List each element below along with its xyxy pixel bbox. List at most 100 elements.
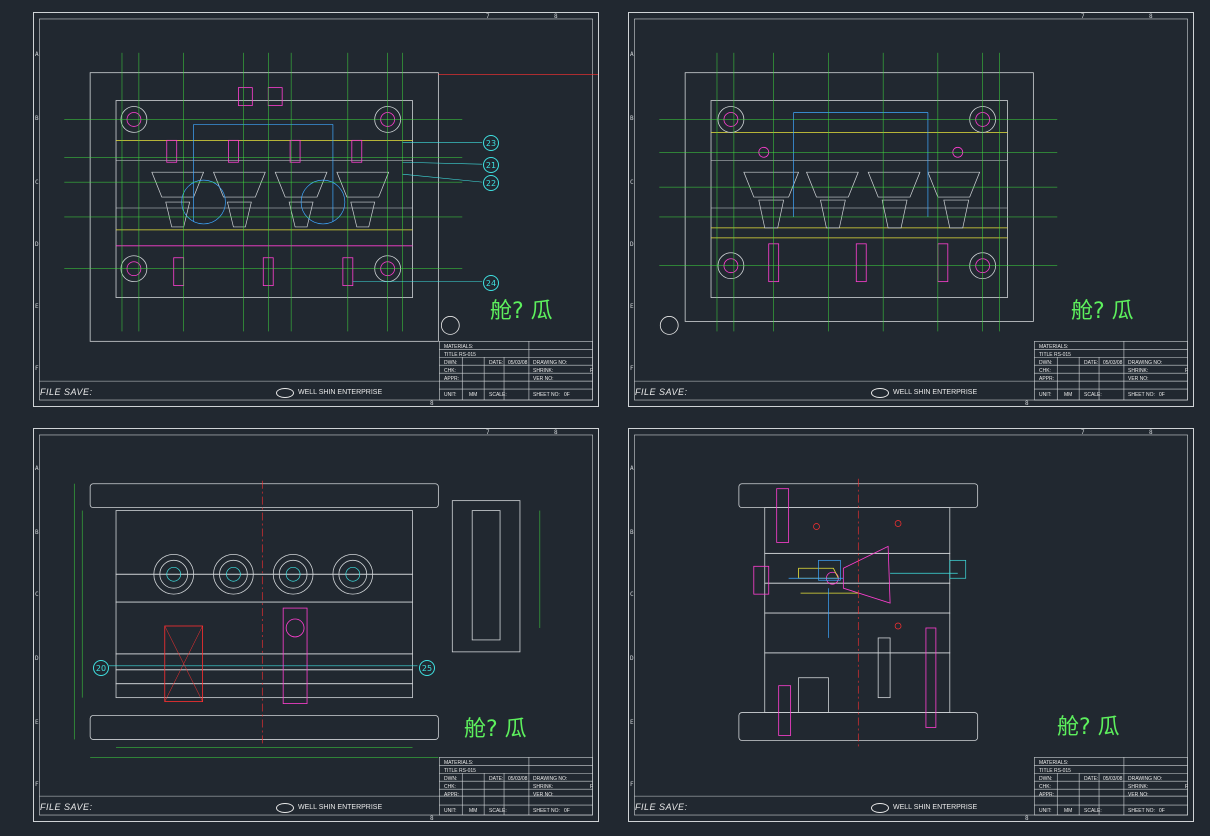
tb-unit: UNIT:	[1039, 808, 1052, 814]
drawing-sheet-top-left[interactable]: A B C D E F 7 8 8 舱? 瓜 FILE SAVE: WELL S…	[33, 12, 599, 407]
tb-sheet-val: 0F	[1159, 392, 1165, 398]
row-label-c: C	[630, 591, 634, 598]
row-label-c: C	[35, 591, 39, 598]
balloon-22[interactable]: 22	[483, 175, 499, 191]
tb-unit-val: MM	[469, 392, 478, 398]
tb-materials: MATERIALS:	[444, 344, 474, 350]
tb-drawing-no: DRAWING NO:	[533, 776, 568, 782]
tb-chk: CHK:	[1039, 368, 1051, 374]
tb-unit-val: MM	[1064, 808, 1073, 814]
row-label-a: A	[35, 465, 39, 472]
row-label-e: E	[35, 719, 39, 726]
mold-section-view-drawing	[634, 434, 1188, 816]
tb-unit-val: MM	[1064, 392, 1073, 398]
tb-corner-f: F	[590, 784, 594, 790]
company-name: WELL SHIN ENTERPRISE	[298, 804, 383, 811]
balloon-21[interactable]: 21	[483, 157, 499, 173]
mold-side-view-drawing	[39, 434, 593, 816]
row-label-b: B	[630, 115, 634, 122]
tb-unit: UNIT:	[444, 392, 457, 398]
tb-scale: SCALE:	[489, 392, 507, 398]
drawing-sheet-bottom-right[interactable]: A B C D E F 7 8 8 舱? 瓜 FILE SAVE: WELL S…	[628, 428, 1194, 822]
row-label-f: F	[35, 365, 39, 372]
tb-scale: SCALE:	[1084, 392, 1102, 398]
col-label-7: 7	[1081, 13, 1085, 20]
tb-dwn: DWN:	[444, 360, 458, 366]
tb-ver-no: VER NO:	[533, 792, 554, 798]
balloon-24[interactable]: 24	[483, 275, 499, 291]
mold-plan-view-drawing	[39, 18, 598, 401]
tb-title: TITLE	[444, 768, 458, 774]
tb-dwn: DWN:	[1039, 360, 1053, 366]
tb-sheet-val: 0F	[1159, 808, 1165, 814]
row-label-d: D	[630, 241, 634, 248]
mold-core-view-drawing	[634, 18, 1188, 401]
tb-title: TITLE	[1039, 768, 1053, 774]
tb-ver-no: VER NO:	[1128, 792, 1149, 798]
tb-appr: APPR:	[444, 792, 460, 798]
tb-materials: MATERIALS:	[1039, 344, 1069, 350]
tb-date: DATE:	[489, 776, 504, 782]
tb-chk: CHK:	[444, 784, 456, 790]
row-label-c: C	[35, 179, 39, 186]
tb-appr: APPR:	[1039, 792, 1055, 798]
company-logo-icon	[276, 803, 294, 813]
drawing-sheet-bottom-left[interactable]: A B C D E F 7 8 8 舱? 瓜 FILE SAVE: WELL S…	[33, 428, 599, 822]
row-label-c: C	[630, 179, 634, 186]
tb-scale: SCALE:	[1084, 808, 1102, 814]
row-label-a: A	[630, 465, 634, 472]
balloon-23[interactable]: 23	[483, 135, 499, 151]
tb-corner-f: F	[1185, 784, 1189, 790]
row-label-f: F	[35, 781, 39, 788]
tb-part-no: RS-015	[1054, 768, 1071, 774]
balloon-25[interactable]: 25	[419, 660, 435, 676]
tb-part-no: RS-015	[1054, 352, 1071, 358]
chinese-note-label: 舱? 瓜	[490, 299, 553, 324]
row-label-a: A	[35, 51, 39, 58]
file-save-label: FILE SAVE:	[40, 802, 93, 812]
file-save-label: FILE SAVE:	[40, 387, 93, 397]
drawing-sheet-top-right[interactable]: A B C D E F 7 8 8 舱? 瓜 FILE SAVE: WELL S…	[628, 12, 1194, 407]
company-logo-icon	[871, 803, 889, 813]
company-name: WELL SHIN ENTERPRISE	[298, 389, 383, 396]
tb-corner-f: F	[1185, 368, 1189, 374]
file-save-label: FILE SAVE:	[635, 802, 688, 812]
tb-sheet-no: SHEET NO:	[1128, 808, 1155, 814]
tb-corner-f: F	[590, 368, 594, 374]
tb-shrink: SHRINK:	[533, 368, 554, 374]
col-label-bottom: 8	[430, 815, 434, 822]
tb-ver-no: VER NO:	[1128, 376, 1149, 382]
tb-unit: UNIT:	[444, 808, 457, 814]
row-label-b: B	[630, 529, 634, 536]
row-label-f: F	[630, 781, 634, 788]
tb-date: DATE:	[1084, 360, 1099, 366]
col-label-bottom: 8	[1025, 815, 1029, 822]
balloon-20[interactable]: 20	[93, 660, 109, 676]
row-label-e: E	[35, 303, 39, 310]
tb-dwn: DWN:	[1039, 776, 1053, 782]
tb-date-val: 05/03/08	[508, 776, 528, 782]
tb-materials: MATERIALS:	[444, 760, 474, 766]
tb-unit-val: MM	[469, 808, 478, 814]
tb-sheet-no: SHEET NO:	[533, 392, 560, 398]
col-label-7: 7	[486, 13, 490, 20]
tb-chk: CHK:	[444, 368, 456, 374]
tb-title: TITLE	[1039, 352, 1053, 358]
tb-drawing-no: DRAWING NO:	[1128, 360, 1163, 366]
file-save-label: FILE SAVE:	[635, 387, 688, 397]
row-label-d: D	[630, 655, 634, 662]
row-label-b: B	[35, 115, 39, 122]
tb-sheet-val: 0F	[564, 808, 570, 814]
row-label-b: B	[35, 529, 39, 536]
tb-appr: APPR:	[444, 376, 460, 382]
chinese-note-label: 舱? 瓜	[1057, 715, 1120, 740]
chinese-note-label: 舱? 瓜	[464, 717, 527, 742]
tb-date-val: 05/03/08	[508, 360, 528, 366]
tb-chk: CHK:	[1039, 784, 1051, 790]
row-label-d: D	[35, 655, 39, 662]
company-name: WELL SHIN ENTERPRISE	[893, 389, 978, 396]
col-label-8: 8	[554, 13, 558, 20]
company-logo-icon	[871, 388, 889, 398]
tb-part-no: RS-015	[459, 352, 476, 358]
tb-drawing-no: DRAWING NO:	[1128, 776, 1163, 782]
